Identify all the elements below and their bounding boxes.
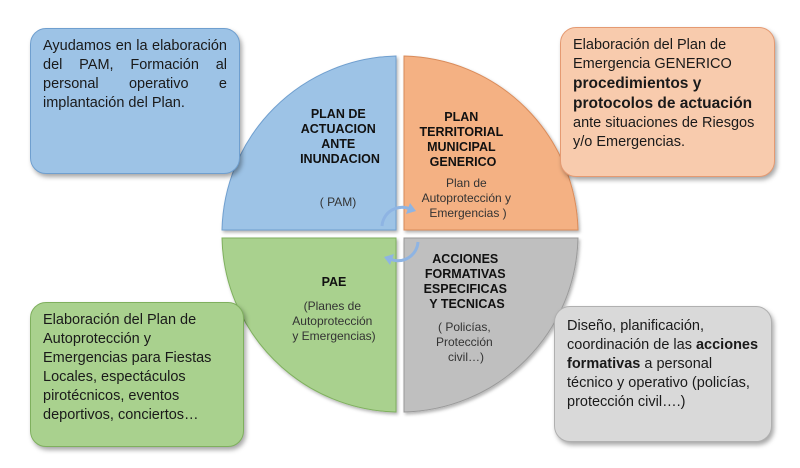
cycle-arrows-icon — [380, 203, 420, 265]
callout-top-right-rest: ante situaciones de Riesgos y/o Emergenc… — [573, 115, 755, 150]
quadrant-bl-title: PAE — [322, 275, 347, 289]
callout-top-left-text: Ayudamos en la elaboración del PAM, Form… — [43, 38, 227, 111]
callout-top-left: Ayudamos en la elaboración del PAM, Form… — [30, 28, 240, 174]
quadrant-top-left — [221, 55, 397, 231]
quadrant-bottom-left — [221, 237, 397, 413]
callout-bottom-right-bold: acciones formativas — [567, 337, 759, 372]
callout-top-right-line2: Emergencia GENERICO — [573, 56, 732, 72]
quadrant-tr-subtitle: Plan de Autoprotección y Emergencias ) — [422, 176, 515, 220]
quadrant-tl-subtitle: ( PAM) — [320, 195, 356, 209]
quadrant-bottom-right — [403, 237, 579, 413]
callout-top-right-line1: Elaboración del Plan de — [573, 37, 727, 53]
callout-bottom-right: Diseño, planificación, coordinación de l… — [554, 306, 772, 442]
callout-top-right-bold: procedimientos y protocolos de actuación — [573, 75, 753, 112]
callout-bottom-left-text: Elaboración del Plan de Autoprotección y… — [43, 312, 212, 423]
callout-bottom-right-intro: Diseño, planificación, coordinación de l… — [567, 318, 705, 353]
quadrant-bl-subtitle: (Planes de Autoprotección y Emergencias) — [292, 299, 375, 343]
callout-bottom-right-rest: a personal técnico y operativo (policías… — [567, 356, 750, 410]
quadrant-br-title: ACCIONES FORMATIVAS ESPECIFICAS Y TECNIC… — [424, 252, 511, 311]
quadrant-tr-title: PLAN TERRITORIAL MUNICIPAL GENERICO — [419, 110, 506, 169]
callout-bottom-left: Elaboración del Plan de Autoprotección y… — [30, 302, 244, 447]
callout-top-right: Elaboración del Plan de Emergencia GENER… — [560, 27, 775, 177]
quadrant-top-right — [403, 55, 579, 231]
quadrant-br-subtitle: ( Policías, Protección civil…) — [436, 320, 496, 364]
quadrant-tl-title: PLAN DE ACTUACION ANTE INUNDACION — [300, 107, 380, 166]
